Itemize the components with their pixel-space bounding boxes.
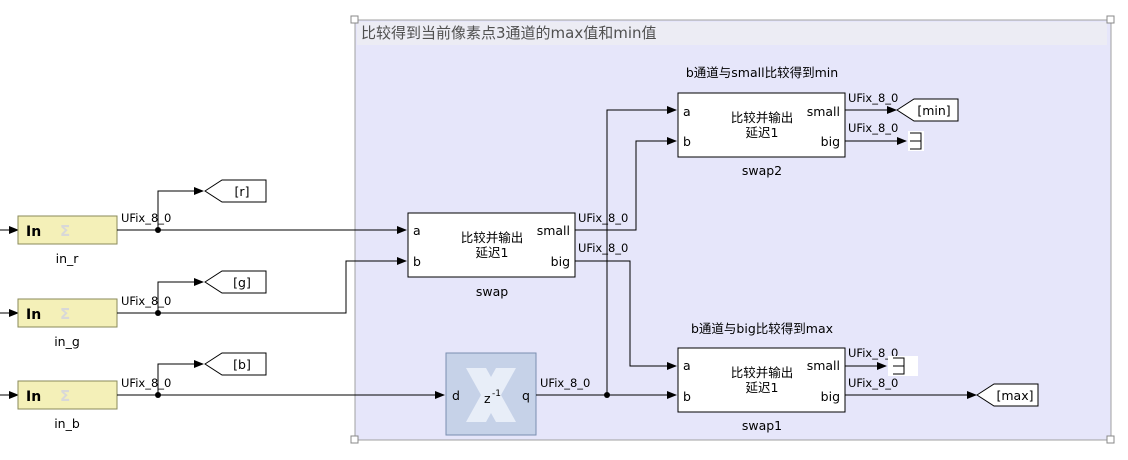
svg-text:a: a bbox=[683, 104, 691, 119]
inport-label: In bbox=[26, 224, 41, 240]
inport-label: In bbox=[26, 389, 41, 405]
inport-in-b[interactable]: In Σ in_b bbox=[0, 380, 118, 431]
branch-point bbox=[155, 227, 161, 233]
block-name: swap bbox=[476, 284, 508, 299]
svg-text:[r]: [r] bbox=[235, 184, 250, 199]
wire[interactable] bbox=[117, 187, 445, 399]
area-title: 比较得到当前像素点3通道的max值和min值 bbox=[361, 24, 657, 42]
goto-tag-g[interactable]: [g] bbox=[204, 270, 267, 294]
xilinx-gateway-in-icon: Σ bbox=[60, 305, 70, 323]
signal-label: UFix_8_0 bbox=[848, 346, 898, 360]
signal-label: UFix_8_0 bbox=[848, 91, 898, 105]
goto-tag-b[interactable]: [b] bbox=[204, 352, 267, 376]
annotation-swap2: b通道与small比较得到min bbox=[686, 65, 838, 80]
xilinx-gateway-in-icon: Σ bbox=[60, 387, 70, 405]
signal-label: UFix_8_0 bbox=[848, 121, 898, 135]
svg-text:d: d bbox=[452, 388, 460, 403]
svg-text:-1: -1 bbox=[492, 389, 501, 399]
svg-text:big: big bbox=[551, 254, 570, 269]
goto-tag-min[interactable]: [min] bbox=[896, 98, 959, 122]
svg-text:b: b bbox=[683, 389, 691, 404]
svg-text:big: big bbox=[821, 389, 840, 404]
svg-text:big: big bbox=[821, 134, 840, 149]
signal-label: UFix_8_0 bbox=[848, 376, 898, 390]
block-name: swap1 bbox=[742, 418, 782, 433]
svg-text:延迟1: 延迟1 bbox=[476, 245, 509, 260]
svg-text:b: b bbox=[413, 254, 421, 269]
wire[interactable] bbox=[536, 106, 977, 399]
svg-text:small: small bbox=[807, 104, 840, 119]
block-name: swap2 bbox=[742, 163, 782, 178]
svg-text:a: a bbox=[413, 223, 421, 238]
annotation-swap1: b通道与big比较得到max bbox=[691, 321, 833, 336]
branch-point bbox=[155, 310, 161, 316]
branch-point bbox=[155, 392, 161, 398]
svg-text:延迟1: 延迟1 bbox=[746, 380, 779, 395]
signal-label: UFix_8_0 bbox=[578, 211, 628, 225]
branch-point bbox=[604, 392, 610, 398]
svg-text:[b]: [b] bbox=[233, 357, 251, 372]
swap2-block[interactable]: a b small big 比较并输出 延迟1 swap2 bbox=[677, 92, 846, 178]
terminator-icon[interactable] bbox=[908, 131, 924, 151]
svg-text:比较并输出: 比较并输出 bbox=[731, 110, 794, 125]
signal-label: UFix_8_0 bbox=[121, 211, 171, 225]
signal-label: UFix_8_0 bbox=[540, 376, 590, 390]
goto-tag-r[interactable]: [r] bbox=[204, 179, 267, 203]
svg-text:b: b bbox=[683, 134, 691, 149]
terminator-icon[interactable] bbox=[888, 356, 918, 376]
inport-in-g[interactable]: In Σ in_g bbox=[0, 298, 118, 349]
svg-text:[g]: [g] bbox=[233, 275, 251, 290]
inport-in-r[interactable]: In Σ in_r bbox=[0, 215, 118, 266]
svg-text:small: small bbox=[807, 358, 840, 373]
inport-name: in_b bbox=[54, 416, 80, 431]
svg-text:延迟1: 延迟1 bbox=[746, 125, 779, 140]
svg-text:q: q bbox=[522, 388, 530, 403]
svg-text:z: z bbox=[484, 391, 491, 406]
svg-text:a: a bbox=[683, 358, 691, 373]
svg-text:比较并输出: 比较并输出 bbox=[731, 365, 794, 380]
svg-text:[min]: [min] bbox=[917, 103, 950, 118]
signal-label: UFix_8_0 bbox=[578, 241, 628, 255]
svg-text:比较并输出: 比较并输出 bbox=[461, 230, 524, 245]
inport-name: in_g bbox=[54, 334, 80, 349]
goto-tag-max[interactable]: [max] bbox=[976, 383, 1039, 407]
delay-block[interactable]: d q z -1 bbox=[445, 352, 537, 436]
swap-block[interactable]: a b small big 比较并输出 延迟1 swap bbox=[407, 212, 576, 299]
svg-text:[max]: [max] bbox=[997, 388, 1034, 403]
svg-text:small: small bbox=[537, 223, 570, 238]
signal-label: UFix_8_0 bbox=[121, 294, 171, 308]
signal-label: UFix_8_0 bbox=[121, 376, 171, 390]
swap1-block[interactable]: a b small big 比较并输出 延迟1 swap1 bbox=[677, 347, 846, 433]
inport-name: in_r bbox=[56, 251, 80, 266]
xilinx-gateway-in-icon: Σ bbox=[60, 222, 70, 240]
xilinx-delay-icon bbox=[466, 368, 516, 422]
inport-label: In bbox=[26, 307, 41, 323]
